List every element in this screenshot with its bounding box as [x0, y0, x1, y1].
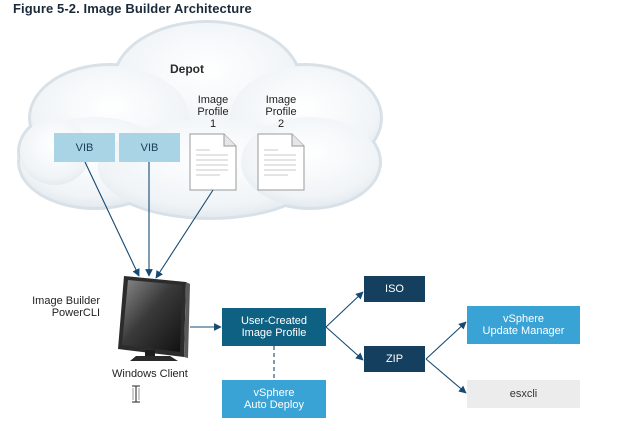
text-cursor-icon: [132, 385, 140, 403]
depot-label: Depot: [170, 62, 204, 76]
image-profile-2-label: Image Profile 2: [265, 94, 297, 130]
image-profile-1-label: Image Profile 1: [197, 94, 229, 130]
vib-label: VIB: [75, 141, 94, 154]
vib-label: VIB: [140, 141, 159, 154]
depot-to-client-connectors: [84, 161, 214, 279]
windows-client-label: Windows Client: [112, 368, 188, 380]
vsphere-update-manager-box: vSphere Update Manager: [467, 306, 580, 344]
user-created-image-profile-box: User-Created Image Profile: [222, 308, 326, 346]
vsphere-auto-deploy-box: vSphere Auto Deploy: [222, 380, 326, 418]
image-profile-2-document-icon: [257, 133, 305, 191]
image-builder-powercli-label: Image Builder PowerCLI: [32, 295, 100, 319]
flow-connectors: [190, 291, 467, 394]
esxcli-box: esxcli: [467, 380, 580, 408]
figure-title: Figure 5-2. Image Builder Architecture: [13, 1, 252, 16]
vib-box-1: VIB: [54, 133, 115, 162]
windows-client-monitor-icon: [118, 276, 190, 361]
iso-box: ISO: [364, 276, 425, 302]
image-profile-1-document-icon: [189, 133, 237, 191]
zip-box: ZIP: [364, 346, 425, 372]
vib-box-2: VIB: [119, 133, 180, 162]
